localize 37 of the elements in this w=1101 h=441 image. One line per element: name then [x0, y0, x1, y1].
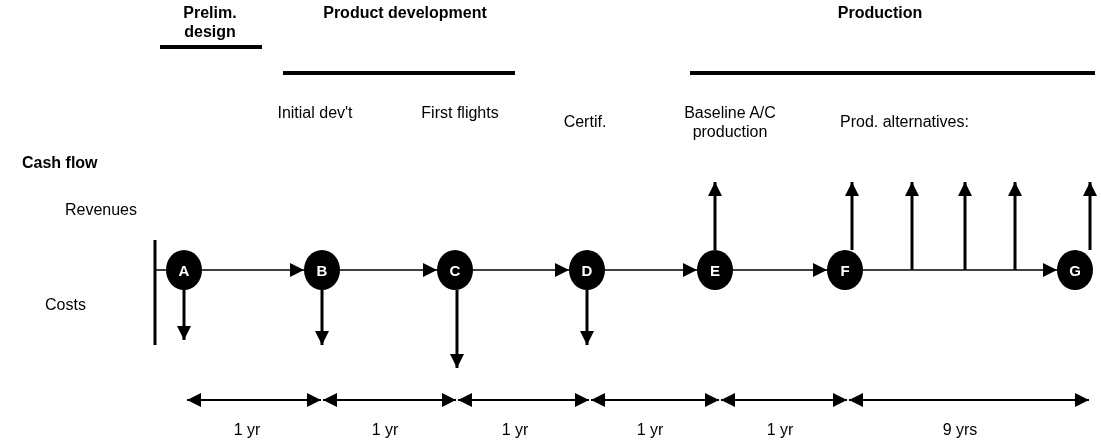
milestone-circle: F — [827, 250, 863, 290]
axis-title: Cash flow — [22, 153, 99, 172]
stage-label: Prod. alternatives: — [840, 112, 970, 131]
milestone-circle: B — [304, 250, 340, 290]
cash-flow-arrow — [580, 290, 594, 345]
cash-flow-arrow — [177, 290, 191, 340]
milestone-circle: A — [166, 250, 202, 290]
phase-heading: Production — [836, 3, 924, 22]
phase-heading: Product development — [322, 3, 488, 22]
stage-label: Baseline A/C production — [683, 103, 777, 141]
cash-flow-arrow — [1083, 182, 1097, 250]
arrow — [472, 263, 570, 277]
arrow — [862, 263, 1058, 277]
arrow — [604, 263, 698, 277]
duration-label: 1 yr — [635, 420, 665, 439]
phase-heading: Prelim. design — [182, 3, 238, 41]
axis-label: Revenues — [63, 200, 137, 219]
cash-flow-arrow — [845, 182, 859, 250]
stage-label: First flights — [420, 103, 500, 122]
arrow — [339, 263, 438, 277]
cash-flow-arrow — [315, 290, 329, 345]
cash-flow-arrow — [708, 182, 722, 250]
stage-label: Certif. — [562, 112, 608, 131]
cash-flow-arrow — [450, 290, 464, 368]
axis-label: Costs — [45, 295, 87, 314]
arrow — [732, 263, 828, 277]
duration-label: 1 yr — [765, 420, 795, 439]
arrow — [201, 263, 305, 277]
milestone-circle: C — [437, 250, 473, 290]
milestone-circle: G — [1057, 250, 1093, 290]
stage-label: Initial dev't — [276, 103, 354, 122]
duration-label: 9 yrs — [941, 420, 979, 439]
duration-label: 1 yr — [370, 420, 400, 439]
duration-label: 1 yr — [500, 420, 530, 439]
milestone-circle: E — [697, 250, 733, 290]
milestone-circle: D — [569, 250, 605, 290]
duration-label: 1 yr — [232, 420, 262, 439]
